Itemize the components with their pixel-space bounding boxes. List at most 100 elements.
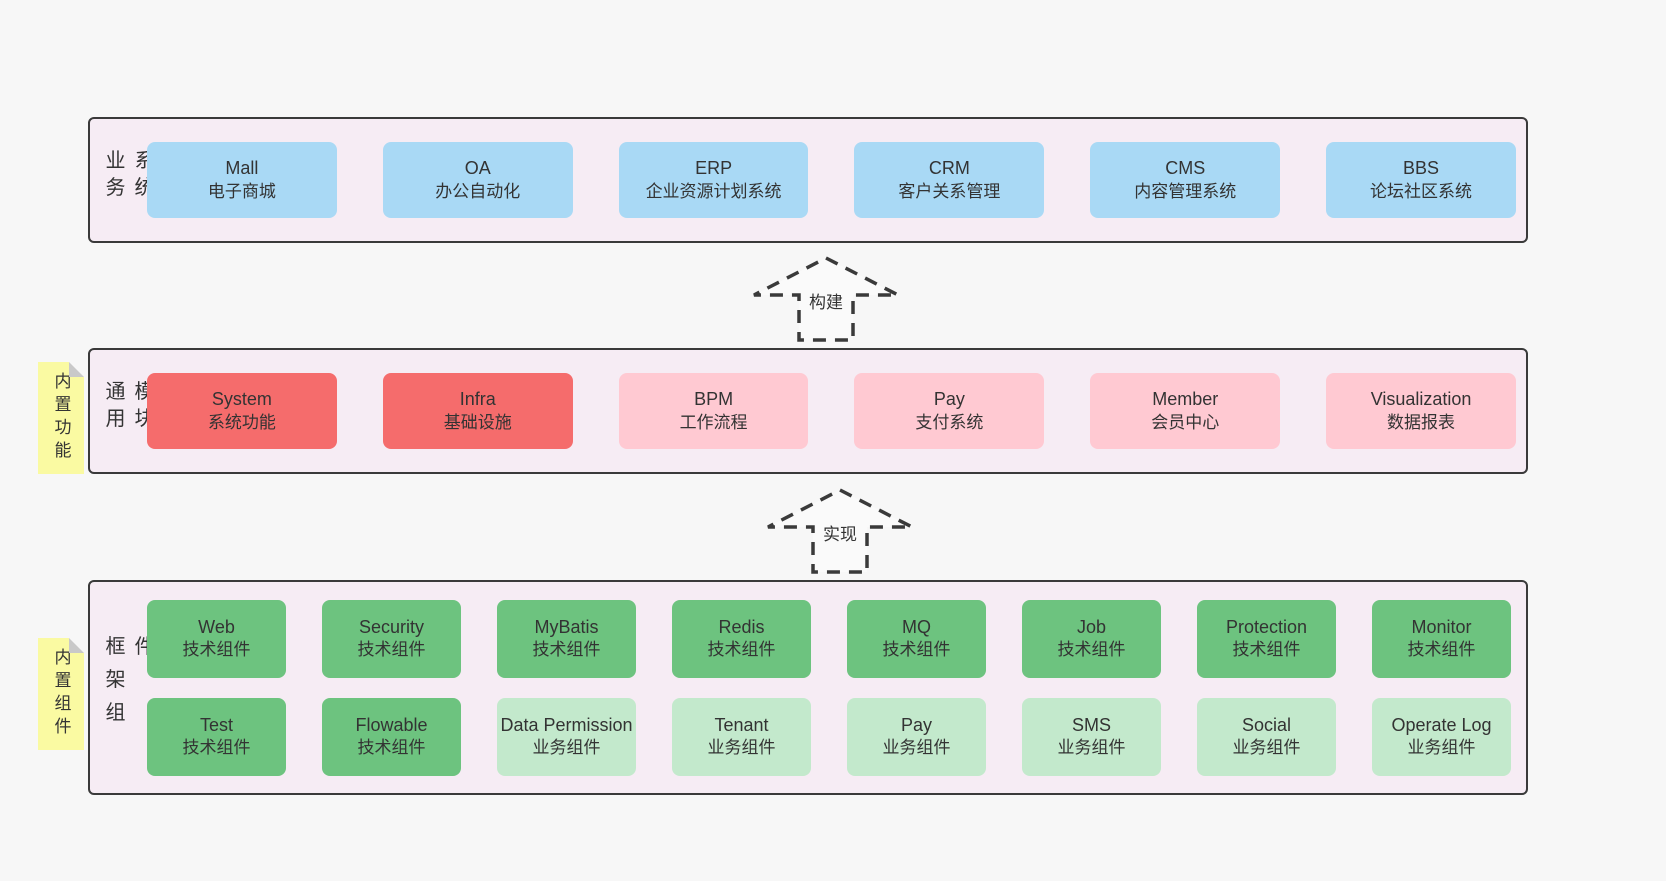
- card-subtitle: 会员中心: [1151, 412, 1220, 432]
- sticky-note-builtin-components: 内置组件: [38, 638, 84, 750]
- card-subtitle: 支付系统: [915, 412, 984, 432]
- card-member: Member 会员中心: [1090, 373, 1281, 449]
- card-pay-component: Pay 业务组件: [847, 697, 986, 776]
- card-crm: CRM 客户关系管理: [854, 142, 1045, 218]
- sticky-note-builtin-features: 内置功能: [38, 362, 84, 474]
- card-title: Mall: [225, 158, 259, 179]
- card-sms: SMS 业务组件: [1022, 697, 1161, 776]
- card-title: SMS: [1071, 714, 1111, 735]
- sticky-label: 内置组件: [51, 648, 71, 740]
- card-subtitle: 技术组件: [1407, 640, 1476, 660]
- card-subtitle: 数据报表: [1387, 412, 1456, 432]
- card-visualization: Visualization 数据报表: [1326, 373, 1516, 449]
- card-subtitle: 论坛社区系统: [1370, 181, 1473, 201]
- implement-arrow-label: 实现: [823, 525, 857, 544]
- sticky-label: 内置功能: [51, 372, 71, 464]
- card-web: Web 技术组件: [147, 599, 286, 678]
- card-title: Web: [198, 616, 235, 637]
- card-subtitle: 业务组件: [1407, 738, 1476, 758]
- card-subtitle: 技术组件: [182, 738, 251, 758]
- card-infra: Infra 基础设施: [382, 373, 573, 449]
- card-subtitle: 技术组件: [1057, 640, 1126, 660]
- card-title: Flowable: [355, 714, 428, 735]
- card-title: Security: [358, 616, 425, 637]
- card-erp: ERP 企业资源计划系统: [618, 142, 809, 218]
- card-title: OA: [464, 158, 491, 179]
- card-title: ERP: [695, 158, 733, 179]
- card-subtitle: 内容管理系统: [1134, 181, 1237, 201]
- card-title: Monitor: [1411, 616, 1472, 637]
- module-cards-row: System 系统功能 Infra 基础设施 BPM 工作流程 Pay 支付系统…: [147, 350, 1516, 472]
- card-subtitle: 业务组件: [882, 738, 951, 758]
- card-cms: CMS 内容管理系统: [1090, 142, 1281, 218]
- card-subtitle: 技术组件: [182, 640, 251, 660]
- card-title: Protection: [1225, 616, 1308, 637]
- card-subtitle: 技术组件: [532, 640, 601, 660]
- card-title: MyBatis: [534, 616, 599, 637]
- card-title: Infra: [459, 389, 496, 410]
- card-redis: Redis 技术组件: [672, 599, 811, 678]
- card-subtitle: 技术组件: [1232, 640, 1301, 660]
- framework-row-2: Test 技术组件 Flowable 技术组件 Data Permission …: [147, 697, 1516, 776]
- card-test: Test 技术组件: [147, 697, 286, 776]
- card-bbs: BBS 论坛社区系统: [1326, 142, 1516, 218]
- card-protection: Protection 技术组件: [1197, 599, 1336, 678]
- card-subtitle: 办公自动化: [435, 181, 521, 201]
- implement-arrow-up-icon: 实现: [765, 487, 915, 575]
- card-title: Redis: [718, 616, 765, 637]
- card-title: CMS: [1165, 158, 1206, 179]
- card-subtitle: 工作流程: [679, 412, 748, 432]
- card-subtitle: 系统功能: [207, 412, 276, 432]
- card-social: Social 业务组件: [1197, 697, 1336, 776]
- framework-row-1: Web 技术组件 Security 技术组件 MyBatis 技术组件 Redi…: [147, 599, 1516, 678]
- card-title: MQ: [902, 616, 931, 637]
- card-subtitle: 客户关系管理: [898, 181, 1001, 201]
- card-job: Job 技术组件: [1022, 599, 1161, 678]
- card-title: Data Permission: [500, 714, 633, 735]
- card-subtitle: 技术组件: [357, 738, 426, 758]
- band-framework-components: 框架组件 Web 技术组件 Security 技术组件 MyBatis 技术组件…: [88, 580, 1528, 795]
- card-tenant: Tenant 业务组件: [672, 697, 811, 776]
- card-data-permission: Data Permission 业务组件: [497, 697, 636, 776]
- card-oa: OA 办公自动化: [382, 142, 573, 218]
- card-subtitle: 技术组件: [357, 640, 426, 660]
- card-title: Member: [1152, 389, 1219, 410]
- card-subtitle: 业务组件: [1057, 738, 1126, 758]
- card-mall: Mall 电子商城: [147, 142, 337, 218]
- card-subtitle: 业务组件: [707, 738, 776, 758]
- card-title: Pay: [900, 714, 933, 735]
- framework-cards: Web 技术组件 Security 技术组件 MyBatis 技术组件 Redi…: [147, 582, 1516, 793]
- card-title: Tenant: [714, 714, 769, 735]
- card-title: Test: [199, 714, 233, 735]
- card-monitor: Monitor 技术组件: [1372, 599, 1511, 678]
- card-pay-module: Pay 支付系统: [854, 373, 1045, 449]
- card-subtitle: 电子商城: [207, 181, 276, 201]
- card-security: Security 技术组件: [322, 599, 461, 678]
- card-title: BPM: [694, 389, 734, 410]
- card-subtitle: 技术组件: [882, 640, 951, 660]
- build-arrow-up-icon: 构建: [751, 255, 901, 343]
- card-subtitle: 业务组件: [1232, 738, 1301, 758]
- card-flowable: Flowable 技术组件: [322, 697, 461, 776]
- card-subtitle: 基础设施: [443, 412, 512, 432]
- card-title: BBS: [1403, 158, 1440, 179]
- card-mq: MQ 技术组件: [847, 599, 986, 678]
- card-title: Visualization: [1370, 389, 1472, 410]
- band-business-systems: 业务系统 Mall 电子商城 OA 办公自动化 ERP 企业资源计划系统 CRM…: [88, 117, 1528, 243]
- card-title: Pay: [933, 389, 965, 410]
- card-title: CRM: [928, 158, 970, 179]
- card-title: System: [211, 389, 272, 410]
- card-subtitle: 技术组件: [707, 640, 776, 660]
- build-arrow-label: 构建: [809, 293, 843, 312]
- card-title: Operate Log: [1391, 714, 1492, 735]
- card-subtitle: 企业资源计划系统: [645, 181, 782, 201]
- card-operate-log: Operate Log 业务组件: [1372, 697, 1511, 776]
- card-bpm: BPM 工作流程: [618, 373, 809, 449]
- card-mybatis: MyBatis 技术组件: [497, 599, 636, 678]
- business-cards-row: Mall 电子商城 OA 办公自动化 ERP 企业资源计划系统 CRM 客户关系…: [147, 119, 1516, 241]
- card-system: System 系统功能: [147, 373, 337, 449]
- card-title: Social: [1241, 714, 1292, 735]
- card-title: Job: [1076, 616, 1107, 637]
- card-subtitle: 业务组件: [532, 738, 601, 758]
- band-common-modules: 通用模块 System 系统功能 Infra 基础设施 BPM 工作流程 Pay…: [88, 348, 1528, 474]
